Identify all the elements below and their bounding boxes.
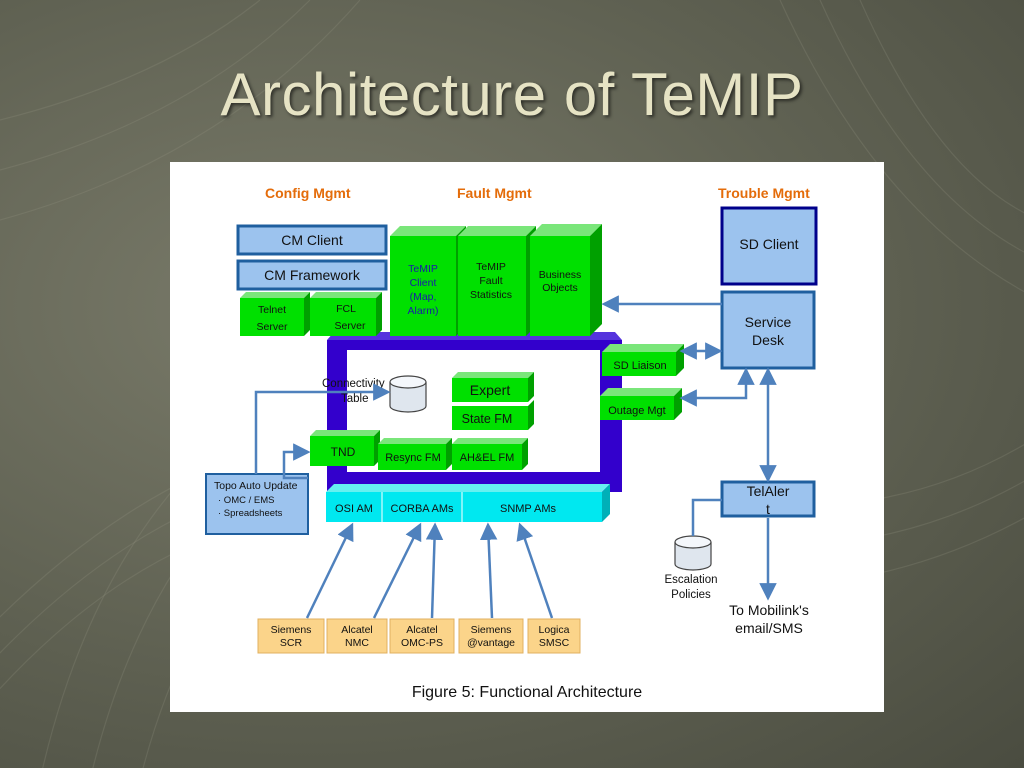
service-desk-l2: Desk (752, 332, 785, 348)
telalert-l1: TelAler (747, 483, 790, 499)
business-l1: Business (539, 269, 582, 281)
resync-fm-label: Resync FM (385, 452, 441, 464)
arrow-source4-snmp (479, 522, 498, 619)
am-layer: OSI AM CORBA AMs SNMP AMs (326, 484, 610, 522)
ahel-fm-label: AH&EL FM (460, 452, 515, 464)
expert-box: Expert (452, 372, 534, 402)
telalert-box: TelAler t (720, 480, 816, 518)
figure-caption: Figure 5: Functional Architecture (411, 684, 643, 701)
temip-client-box: TeMIP Client (Map, Alarm) (390, 226, 466, 336)
business-l2: Objects (542, 282, 578, 294)
ahel-fm-box: AH&EL FM (452, 438, 528, 470)
cm-framework-box: CM Framework (236, 259, 388, 291)
business-objects-box: Business Objects (530, 224, 602, 336)
source-5-l1: Logica (539, 624, 570, 636)
escalation-database-icon (674, 535, 712, 571)
fcl-line-1: FCL (336, 303, 356, 315)
mobilink-l2: email/SMS (735, 620, 803, 636)
tnd-label: TND (331, 445, 356, 459)
connectivity-database-icon (389, 375, 427, 413)
service-desk-l1: Service (745, 314, 792, 330)
source-box-4: Siemens @vantage (458, 618, 524, 654)
temip-fault-stats-box: TeMIP Fault Statistics (458, 226, 536, 336)
topo-item-2: · Spreadsheets (218, 508, 283, 519)
sd-client-label: SD Client (739, 236, 798, 252)
sd-liaison-label: SD Liaison (613, 360, 666, 372)
source-box-1: Siemens SCR (257, 618, 325, 654)
temip-fault-l1: TeMIP (476, 261, 506, 273)
arrow-topo-tnd (282, 443, 311, 480)
arrow-outage-servicedesk (679, 367, 755, 407)
mobilink-l1: To Mobilink's (729, 602, 809, 618)
cm-client-label: CM Client (281, 232, 343, 248)
source-3-l2: OMC-PS (401, 637, 443, 649)
source-2-l2: NMC (345, 637, 369, 649)
architecture-figure: Config Mgmt Fault Mgmt Trouble Mgmt CM C… (170, 162, 884, 712)
fcl-line-2: Server (335, 320, 366, 332)
fcl-server-box: FCL Server (310, 292, 382, 336)
connectivity-l1: Connectivity (322, 378, 385, 390)
expert-label: Expert (470, 382, 511, 398)
arrow-topo-connectivity (254, 383, 391, 474)
fault-mgmt-header: Fault Mgmt (457, 185, 532, 201)
corba-ams-label: CORBA AMs (391, 503, 454, 515)
state-fm-box: State FM (452, 400, 534, 430)
temip-client-l1: TeMIP (408, 263, 438, 275)
config-mgmt-header: Config Mgmt (265, 185, 351, 201)
cm-framework-label: CM Framework (264, 267, 361, 283)
temip-client-l3: (Map, (410, 291, 437, 303)
cm-client-box: CM Client (236, 224, 388, 256)
escalation-l2: Policies (671, 589, 711, 601)
source-3-l1: Alcatel (406, 624, 438, 636)
temip-fault-l2: Fault (479, 275, 502, 287)
tnd-box: TND (310, 430, 380, 466)
outage-mgt-box: Outage Mgt (600, 388, 682, 420)
topo-title: Topo Auto Update (214, 480, 298, 492)
temip-fault-l3: Statistics (470, 289, 512, 301)
temip-client-l2: Client (410, 277, 437, 289)
source-1-l2: SCR (280, 637, 303, 649)
osi-am-label: OSI AM (335, 503, 373, 515)
source-4-l2: @vantage (467, 637, 515, 649)
sd-client-box: SD Client (720, 206, 818, 286)
slide-title: Architecture of TeMIP (220, 61, 804, 128)
telalert-l2: t (766, 501, 770, 517)
source-box-3: Alcatel OMC-PS (389, 618, 455, 654)
temip-client-l4: Alarm) (408, 305, 439, 317)
telnet-line-2: Server (257, 321, 288, 333)
source-4-l1: Siemens (471, 624, 512, 636)
resync-fm-box: Resync FM (378, 438, 452, 470)
sd-liaison-box: SD Liaison (602, 344, 684, 376)
connectors (254, 295, 777, 619)
arrow-source2-corba (372, 522, 422, 619)
arrow-source1-osi (305, 522, 354, 619)
telnet-server-box: Telnet Server (240, 292, 310, 336)
source-1-l1: Siemens (271, 624, 312, 636)
topo-auto-update-box: Topo Auto Update · OMC / EMS · Spreadshe… (205, 473, 309, 535)
source-box-2: Alcatel NMC (326, 618, 388, 654)
state-fm-label: State FM (462, 412, 513, 426)
snmp-ams-label: SNMP AMs (500, 503, 557, 515)
line-escalation-telalert (691, 498, 722, 536)
escalation-l1: Escalation (664, 574, 717, 586)
trouble-mgmt-header: Trouble Mgmt (718, 185, 810, 201)
connectivity-l2: Table (341, 393, 369, 405)
outage-mgt-label: Outage Mgt (608, 405, 665, 417)
source-5-l2: SMSC (539, 637, 570, 649)
topo-item-1: · OMC / EMS (218, 495, 274, 506)
arrow-source5-snmp (516, 522, 554, 619)
source-box-5: Logica SMSC (527, 618, 581, 654)
arrow-source3-corba (425, 522, 444, 619)
telnet-line-1: Telnet (258, 304, 286, 316)
architecture-diagram: Config Mgmt Fault Mgmt Trouble Mgmt CM C… (205, 185, 818, 654)
service-desk-box: Service Desk (720, 290, 816, 370)
source-2-l1: Alcatel (341, 624, 373, 636)
